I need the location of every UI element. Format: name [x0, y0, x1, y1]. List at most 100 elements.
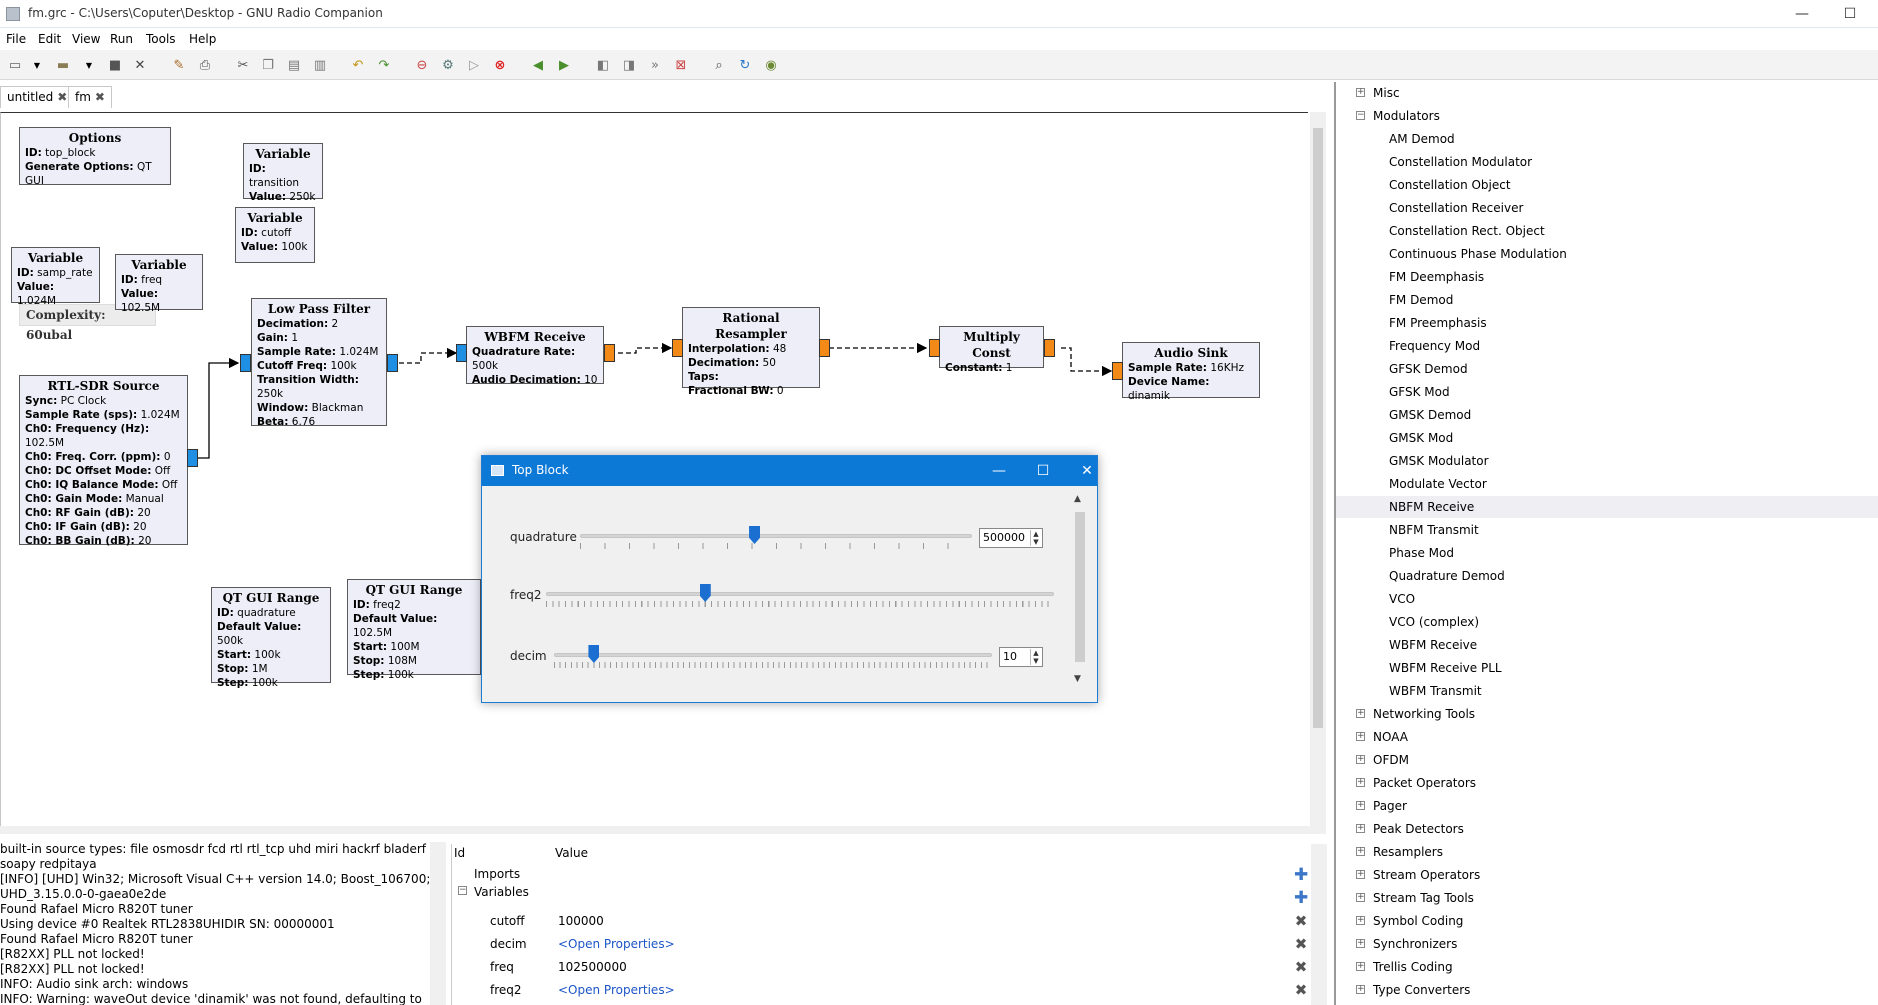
tree-item[interactable]: GMSK Modulator: [1336, 450, 1878, 472]
expand-icon[interactable]: +: [1356, 708, 1365, 718]
tree-item[interactable]: WBFM Receive: [1336, 634, 1878, 656]
open-properties-link[interactable]: <Open Properties>: [558, 937, 675, 951]
add-import-icon[interactable]: ✚: [1294, 865, 1309, 885]
new-dropdown-icon[interactable]: ▼: [33, 60, 41, 70]
spin-arrows-icon[interactable]: ▲▼: [1030, 530, 1041, 546]
variables-row[interactable]: Variables: [474, 885, 529, 899]
close-tab-icon[interactable]: ✖: [94, 90, 105, 104]
expand-icon[interactable]: +: [1356, 731, 1365, 741]
expand-icon[interactable]: +: [1356, 754, 1365, 764]
sink-input-port[interactable]: [1112, 362, 1123, 380]
rotate-left-icon[interactable]: ◀: [533, 57, 543, 73]
tree-item[interactable]: Constellation Rect. Object: [1336, 220, 1878, 242]
variable-editor-scrollbar[interactable]: [1311, 844, 1327, 1005]
top-block-minimize-button[interactable]: —: [992, 463, 1006, 479]
tree-item[interactable]: FM Demod: [1336, 289, 1878, 311]
slider-track[interactable]: [554, 653, 992, 657]
canvas-horizontal-scrollbar[interactable]: [0, 826, 1310, 834]
tree-item[interactable]: FM Deemphasis: [1336, 266, 1878, 288]
delete-variable-icon[interactable]: ✖: [1294, 981, 1308, 999]
disable-icon[interactable]: ◨: [622, 57, 636, 73]
mult-input-port[interactable]: [929, 339, 940, 357]
tree-item[interactable]: +Type Converters: [1336, 979, 1878, 1001]
scrollbar-thumb[interactable]: [1313, 128, 1323, 728]
rtl-output-port[interactable]: [187, 449, 198, 467]
scrollbar-thumb[interactable]: [1075, 512, 1085, 662]
lpf-input-port[interactable]: [240, 354, 251, 372]
console-scrollbar[interactable]: [430, 842, 446, 1005]
expand-icon[interactable]: +: [1356, 869, 1365, 879]
resampler-output-port[interactable]: [819, 339, 830, 357]
expand-icon[interactable]: +: [1356, 87, 1365, 97]
enable-icon[interactable]: ◧: [596, 57, 610, 73]
tree-item[interactable]: Phase Mod: [1336, 542, 1878, 564]
kill-icon[interactable]: ⊗: [494, 57, 506, 73]
tree-item[interactable]: GFSK Mod: [1336, 381, 1878, 403]
tree-item[interactable]: Constellation Object: [1336, 174, 1878, 196]
expand-icon[interactable]: +: [1356, 777, 1365, 787]
expand-icon[interactable]: +: [1356, 938, 1365, 948]
spinbox[interactable]: 500000▲▼: [979, 528, 1043, 548]
close-file-icon[interactable]: ✕: [134, 57, 146, 73]
variable-id[interactable]: decim: [490, 937, 527, 951]
tree-item[interactable]: +Stream Operators: [1336, 864, 1878, 886]
remove-icon[interactable]: ⊠: [675, 57, 687, 73]
open-properties-link[interactable]: <Open Properties>: [558, 983, 675, 997]
tree-item[interactable]: +Packet Operators: [1336, 772, 1878, 794]
new-file-icon[interactable]: ▭: [8, 57, 22, 73]
bypass-icon[interactable]: »: [651, 57, 659, 73]
wbfm-input-port[interactable]: [456, 344, 467, 362]
print-icon[interactable]: ⎙: [199, 57, 211, 73]
expand-icon[interactable]: +: [1356, 961, 1365, 971]
tree-item[interactable]: GMSK Mod: [1336, 427, 1878, 449]
imports-row[interactable]: Imports: [474, 867, 521, 881]
tree-item[interactable]: AM Demod: [1336, 128, 1878, 150]
collapse-icon[interactable]: −: [458, 885, 467, 895]
undo-icon[interactable]: ↶: [352, 57, 364, 73]
menu-tools[interactable]: Tools: [146, 32, 176, 46]
tree-item[interactable]: +OFDM: [1336, 749, 1878, 771]
maximize-button[interactable]: ☐: [1843, 6, 1857, 22]
scroll-up-icon[interactable]: ▲: [1074, 494, 1081, 504]
expand-icon[interactable]: +: [1356, 892, 1365, 902]
tree-item[interactable]: +Peak Detectors: [1336, 818, 1878, 840]
screen-capture-icon[interactable]: ◉: [765, 57, 777, 73]
collapse-icon[interactable]: −: [1356, 110, 1365, 120]
slider-handle[interactable]: [749, 526, 761, 544]
tree-item[interactable]: GFSK Demod: [1336, 358, 1878, 380]
error-icon[interactable]: ⊖: [416, 57, 428, 73]
mult-output-port[interactable]: [1044, 339, 1055, 357]
tree-item[interactable]: +Symbol Coding: [1336, 910, 1878, 932]
expand-icon[interactable]: +: [1356, 823, 1365, 833]
scroll-down-icon[interactable]: ▼: [1074, 674, 1081, 684]
tab-fm[interactable]: fm✖: [68, 86, 112, 108]
tree-item[interactable]: FM Preemphasis: [1336, 312, 1878, 334]
variable-id[interactable]: freq2: [490, 983, 522, 997]
delete-icon[interactable]: ▥: [313, 57, 327, 73]
canvas-vertical-scrollbar[interactable]: [1310, 112, 1326, 834]
minimize-button[interactable]: —: [1795, 6, 1809, 22]
tree-item[interactable]: −Modulators: [1336, 105, 1878, 127]
tree-item[interactable]: WBFM Transmit: [1336, 680, 1878, 702]
tree-item[interactable]: +NOAA: [1336, 726, 1878, 748]
copy-icon[interactable]: ❐: [262, 57, 274, 73]
tree-item[interactable]: +Synchronizers: [1336, 933, 1878, 955]
add-variable-icon[interactable]: ✚: [1294, 888, 1309, 908]
tree-item[interactable]: WBFM Receive PLL: [1336, 657, 1878, 679]
tree-item[interactable]: +Stream Tag Tools: [1336, 887, 1878, 909]
cut-icon[interactable]: ✂: [237, 57, 249, 73]
reload-icon[interactable]: ↻: [739, 57, 751, 73]
menu-edit[interactable]: Edit: [38, 32, 62, 46]
menu-help[interactable]: Help: [189, 32, 217, 46]
delete-variable-icon[interactable]: ✖: [1294, 958, 1308, 976]
